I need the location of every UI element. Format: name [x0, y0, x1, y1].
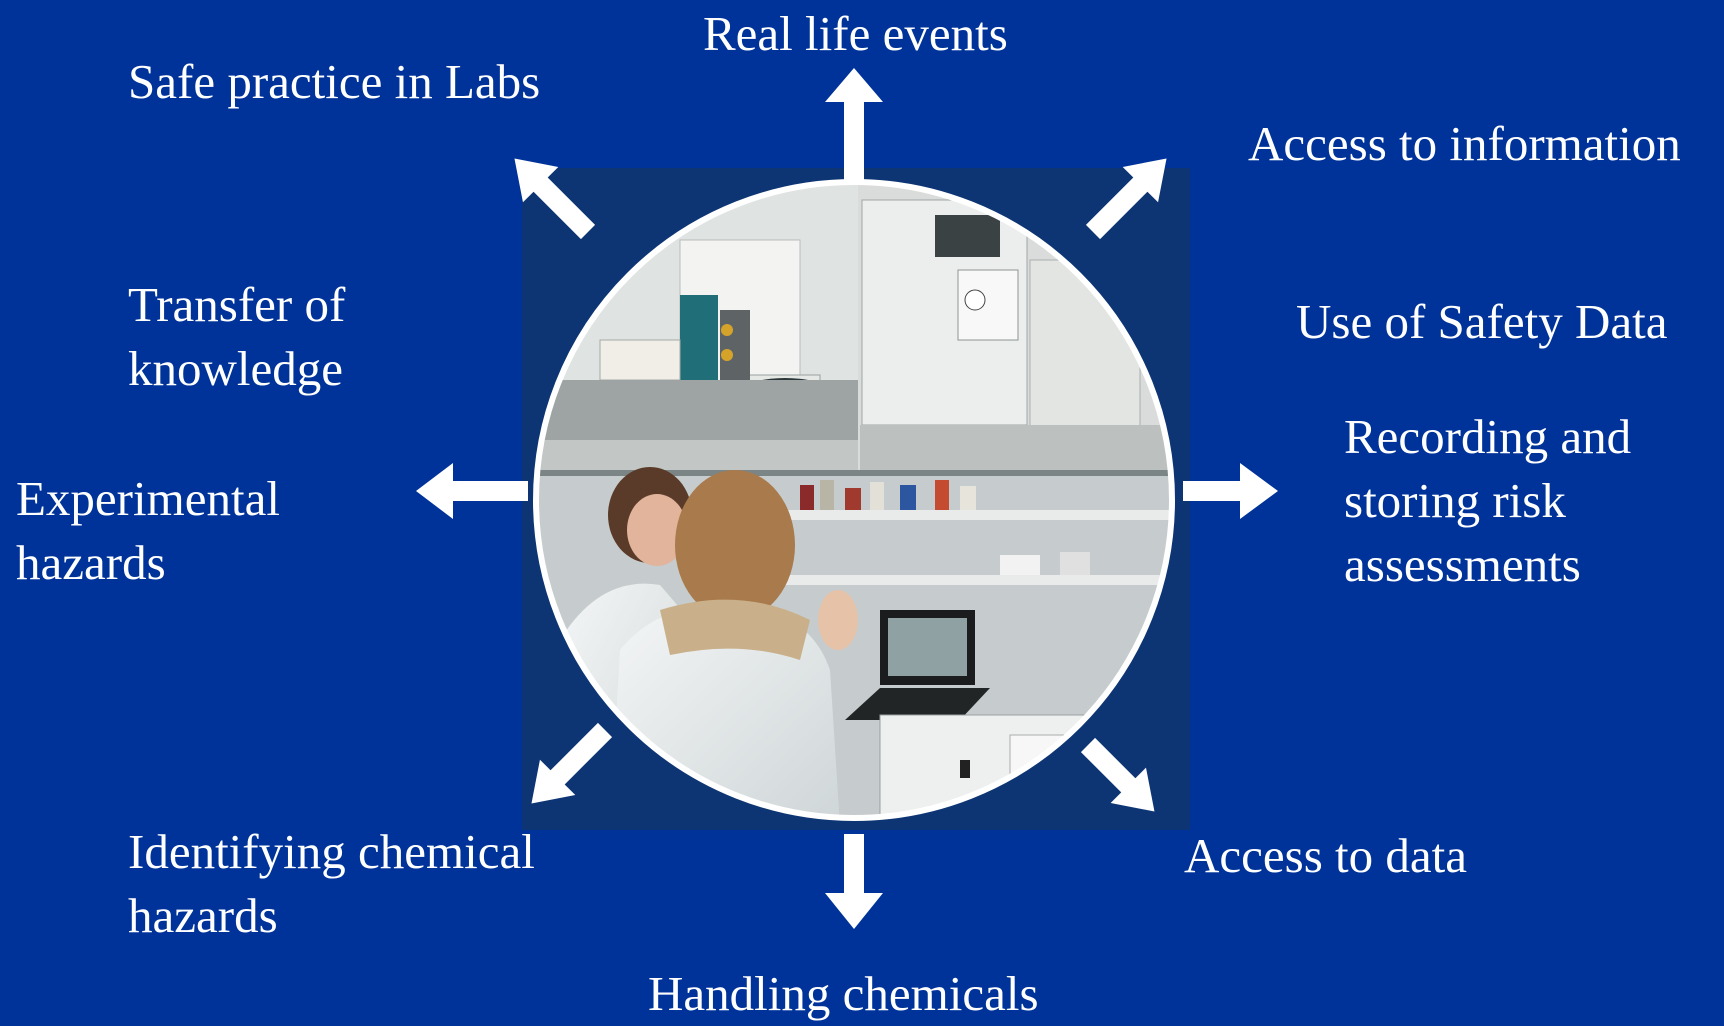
- arrow-up-left: [514, 158, 596, 240]
- label-experimental-hazards: Experimental hazards: [16, 467, 280, 595]
- arrow-down: [825, 834, 883, 929]
- label-line: assessments: [1344, 537, 1581, 592]
- label-transfer-of-knowledge: Transfer of knowledge: [128, 273, 345, 401]
- arrow-down-right: [1080, 737, 1155, 812]
- label-line: hazards: [16, 535, 166, 590]
- label-access-to-information: Access to information: [1248, 112, 1681, 176]
- arrow-up-right: [1085, 158, 1167, 240]
- label-line: Use of Safety Data: [1296, 294, 1668, 349]
- label-real-life-events: Real life events: [703, 2, 1008, 66]
- shelf-bottles: [800, 480, 1090, 575]
- label-line: Transfer of: [128, 277, 346, 332]
- label-line: knowledge: [128, 341, 343, 396]
- arrow-up: [825, 68, 883, 182]
- arrow-right: [1183, 463, 1278, 519]
- label-recording-risk-assessments: Recording and storing risk assessments: [1344, 405, 1631, 597]
- label-line: Access to data: [1184, 828, 1467, 883]
- label-identifying-chemical-hazards: Identifying chemical hazards: [128, 820, 535, 948]
- label-line: Real life events: [703, 6, 1008, 61]
- label-access-to-data: Access to data: [1184, 824, 1467, 888]
- label-line: Safe practice in Labs: [128, 54, 541, 109]
- arrow-down-left: [531, 722, 613, 804]
- laptop: [845, 610, 990, 720]
- label-handling-chemicals: Handling chemicals: [648, 962, 1039, 1026]
- label-line: Experimental: [16, 471, 280, 526]
- label-line: storing risk: [1344, 473, 1566, 528]
- label-line: hazards: [128, 888, 278, 943]
- label-line: Recording and: [1344, 409, 1632, 464]
- arrow-left: [416, 463, 528, 519]
- label-safe-practice: Safe practice in Labs: [128, 50, 540, 114]
- label-line: Handling chemicals: [648, 966, 1039, 1021]
- label-line: Identifying chemical: [128, 824, 535, 879]
- label-line: Access to information: [1248, 116, 1681, 171]
- label-use-of-safety-data: Use of Safety Data: [1296, 290, 1667, 354]
